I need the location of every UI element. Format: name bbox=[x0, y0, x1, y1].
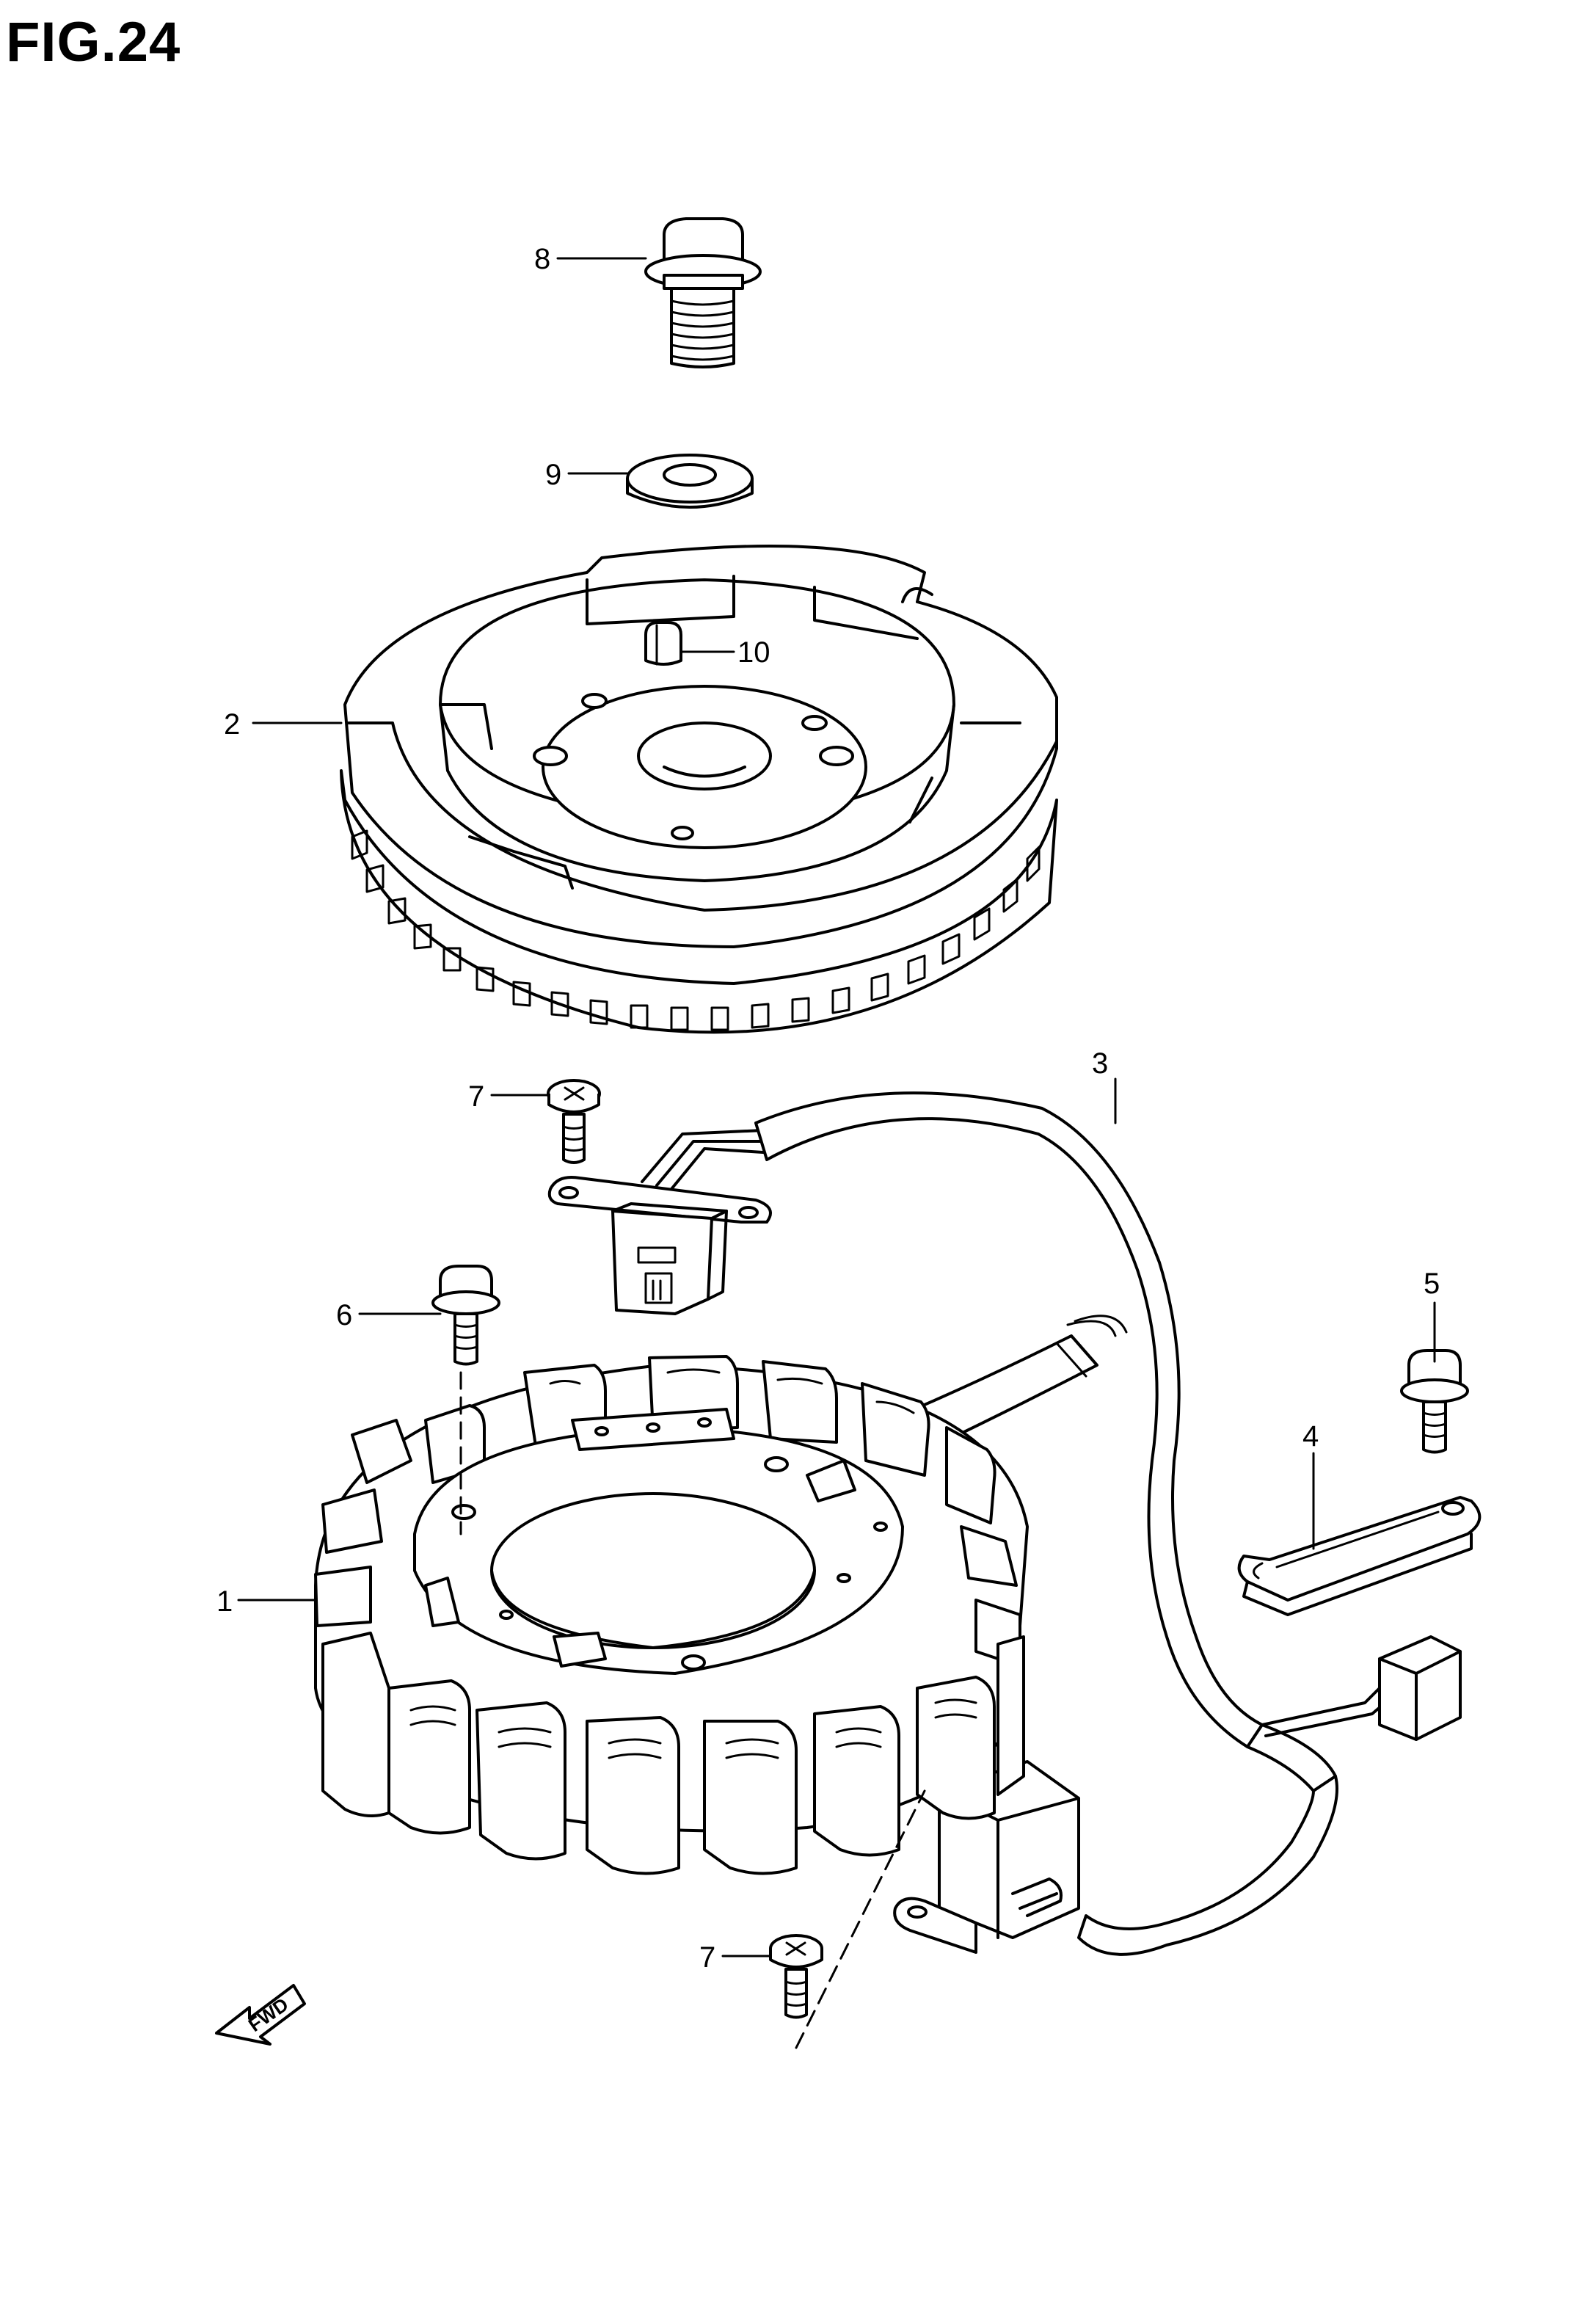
callout-leaders bbox=[237, 257, 1436, 1957]
bolt-part-5 bbox=[1400, 1349, 1469, 1454]
callout-3: 3 bbox=[1092, 1047, 1108, 1080]
callout-6: 6 bbox=[336, 1299, 352, 1331]
callout-1: 1 bbox=[216, 1585, 233, 1618]
figure-title: FIG.24 bbox=[6, 11, 181, 73]
pan-head-screw-part-7-upper bbox=[547, 1079, 601, 1164]
stator-assembly-part-1 bbox=[314, 1355, 1029, 1875]
callout-5: 5 bbox=[1424, 1268, 1440, 1300]
harness-clamp-part-4 bbox=[1237, 1496, 1482, 1616]
callout-8: 8 bbox=[534, 243, 550, 275]
pan-head-screw-part-7-lower bbox=[769, 1934, 823, 2019]
flywheel-rotor-part-2 bbox=[340, 545, 1058, 1034]
callout-2: 2 bbox=[224, 708, 240, 741]
callout-7-upper: 7 bbox=[468, 1080, 484, 1113]
callout-9: 9 bbox=[545, 459, 561, 491]
bolt-part-6 bbox=[431, 1265, 500, 1366]
washer-part-9 bbox=[626, 454, 754, 509]
callout-7-lower: 7 bbox=[699, 1941, 715, 1974]
alignment-lines bbox=[459, 1371, 926, 2049]
fwd-direction-arrow: FWD bbox=[215, 1984, 306, 2046]
flange-bolt-part-8 bbox=[644, 217, 762, 368]
callout-numbers: 8 9 2 10 3 7 4 5 6 1 7 bbox=[216, 243, 1440, 1974]
callout-10: 10 bbox=[737, 636, 770, 669]
callout-4: 4 bbox=[1302, 1420, 1319, 1453]
woodruff-key-part-10 bbox=[644, 621, 682, 666]
